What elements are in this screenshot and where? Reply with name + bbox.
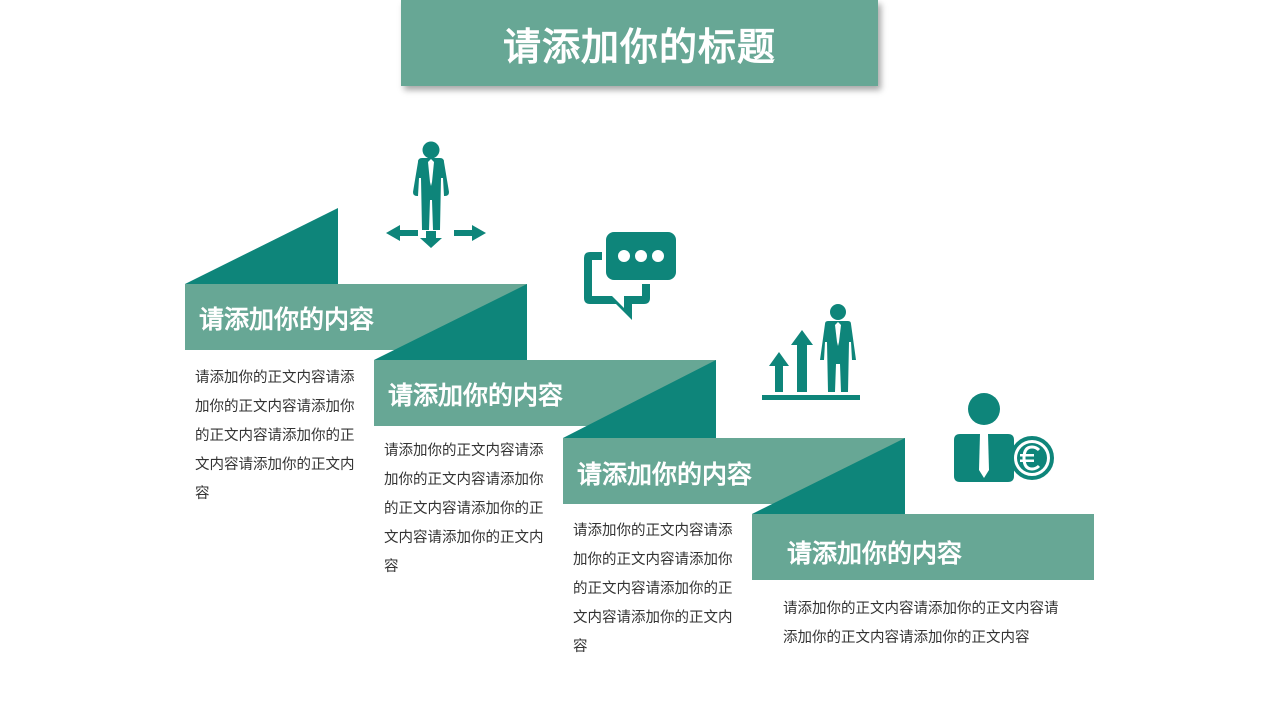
step-2-body: 请添加你的正文内容请添加你的正文内容请添加你的正文内容请添加你的正文内容请添加你… [384, 443, 544, 575]
step-4-fold [752, 438, 905, 514]
page-title: 请添加你的标题 [502, 23, 776, 69]
step-4-label: 请添加你的内容 [787, 539, 963, 568]
step-2-fold [374, 284, 527, 360]
speech-bubble-icon [584, 232, 676, 320]
step-3-body: 请添加你的正文内容请添加你的正文内容请添加你的正文内容请添加你的正文内容请添加你… [573, 523, 733, 655]
growth-chart-person-icon [762, 304, 860, 400]
person-directions-icon [386, 141, 486, 248]
step-4-band [752, 514, 1094, 580]
step-3-label: 请添加你的内容 [577, 460, 753, 489]
step-1-label: 请添加你的内容 [199, 305, 375, 334]
step-4-body: 请添加你的正文内容请添加你的正文内容请添加你的正文内容请添加你的正文内容 [783, 601, 1059, 646]
businessman-euro-icon [954, 393, 1054, 482]
step-3-fold [563, 360, 716, 438]
step-1-fold [185, 208, 338, 284]
step-2-label: 请添加你的内容 [388, 381, 564, 410]
step-1-body: 请添加你的正文内容请添加你的正文内容请添加你的正文内容请添加你的正文内容请添加你… [195, 370, 355, 502]
title-bar: 请添加你的标题 [401, 0, 878, 86]
